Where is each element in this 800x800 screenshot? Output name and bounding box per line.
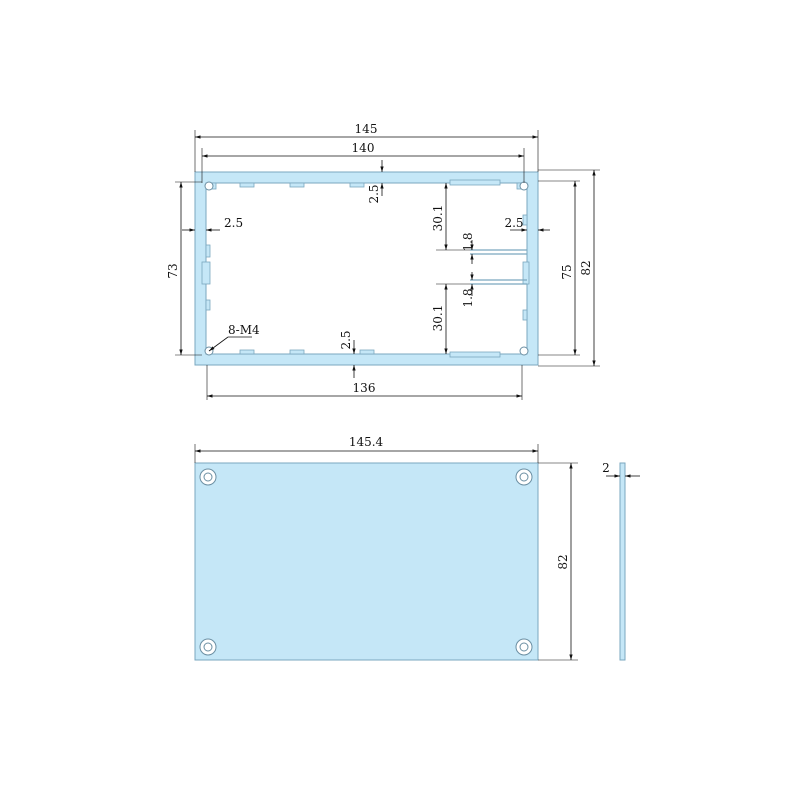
dim-plate-height: 82 bbox=[556, 554, 570, 569]
screw-boss bbox=[519, 181, 529, 191]
end-plate bbox=[194, 462, 539, 661]
screw-note: 8-M4 bbox=[228, 323, 260, 337]
rib bbox=[239, 349, 255, 355]
rib bbox=[449, 351, 501, 358]
rib bbox=[359, 349, 375, 355]
dim-width-bottom: 136 bbox=[353, 381, 376, 395]
plate-hole-inner bbox=[203, 472, 213, 482]
screw-boss bbox=[519, 346, 529, 356]
dim-gap-upper: 1.8 bbox=[461, 232, 475, 251]
side-view: 2 bbox=[602, 461, 640, 661]
plate-hole bbox=[199, 468, 217, 486]
screw-boss bbox=[204, 181, 214, 191]
dim-slot-lower: 30.1 bbox=[431, 305, 445, 332]
dim-height-left: 73 bbox=[166, 263, 180, 278]
rib bbox=[522, 214, 528, 226]
plate-side-edge bbox=[619, 462, 626, 661]
rib bbox=[201, 261, 211, 285]
rib bbox=[205, 299, 211, 311]
dim-plate-width: 145.4 bbox=[349, 435, 384, 449]
dim-width-inner: 140 bbox=[352, 141, 375, 155]
plate-hole-inner bbox=[203, 642, 213, 652]
plate-hole bbox=[515, 468, 533, 486]
plate-hole-inner bbox=[519, 642, 529, 652]
leader-screw-note bbox=[208, 336, 229, 352]
dim-slot-upper: 30.1 bbox=[431, 205, 445, 232]
profile-cavity bbox=[205, 182, 528, 355]
rib bbox=[239, 182, 255, 188]
dim-height-outer: 82 bbox=[579, 260, 593, 275]
plate-hole-inner bbox=[519, 472, 529, 482]
dim-width-outer: 145 bbox=[355, 122, 378, 136]
rib bbox=[349, 182, 365, 188]
dim-thickness: 2 bbox=[602, 461, 610, 475]
rib bbox=[289, 349, 305, 355]
dim-wall-bottom: 2.5 bbox=[339, 330, 353, 349]
rib bbox=[289, 182, 305, 188]
end-plate-view: 145.4 82 bbox=[194, 435, 578, 661]
profile-view: 145 140 136 82 75 73 2.5 2.5 2.5 2.5 30.… bbox=[166, 122, 600, 400]
plate-hole bbox=[199, 638, 217, 656]
dim-wall-right: 2.5 bbox=[504, 216, 523, 230]
rib bbox=[522, 309, 528, 321]
dim-gap-lower: 1.8 bbox=[461, 288, 475, 307]
dim-wall-top: 2.5 bbox=[367, 184, 381, 203]
rib bbox=[522, 261, 530, 285]
rib bbox=[449, 179, 501, 186]
rib bbox=[205, 244, 211, 258]
plate-hole bbox=[515, 638, 533, 656]
dim-height-mid: 75 bbox=[560, 264, 574, 279]
dim-wall-left: 2.5 bbox=[224, 216, 243, 230]
